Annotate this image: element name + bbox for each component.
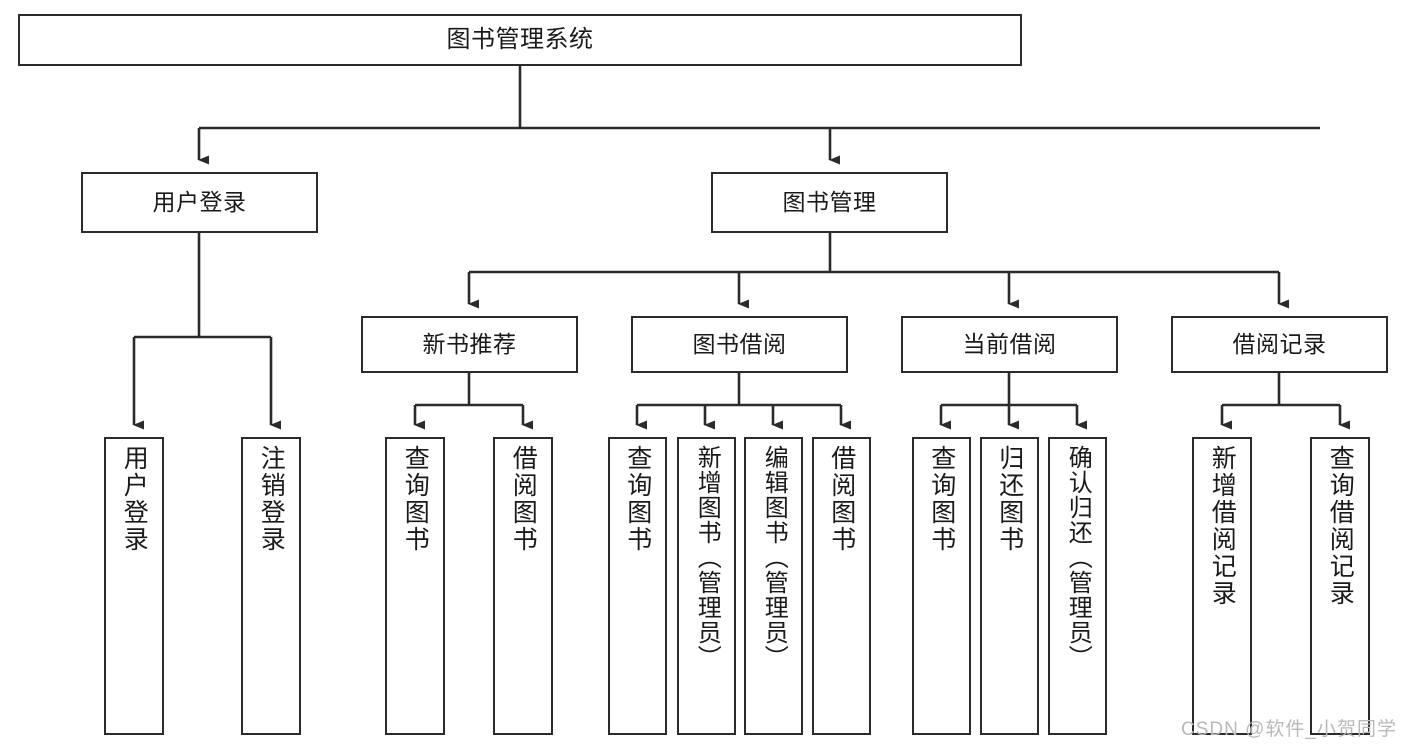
node-label: 新增图书（管理员） <box>693 445 721 670</box>
node-label: 借阅图书 <box>827 445 856 553</box>
node-leaf-logout[interactable]: 注销登录 <box>241 437 301 735</box>
node-label: 查询图书 <box>927 445 956 553</box>
node-label: 新书推荐 <box>422 330 517 357</box>
node-label: 图书借阅 <box>692 330 787 357</box>
node-user-login[interactable]: 用户登录 <box>81 172 318 233</box>
node-label: 查询借阅记录 <box>1326 445 1355 607</box>
node-label: 确认归还（管理员） <box>1064 445 1092 670</box>
node-leaf-query-book-recommend[interactable]: 查询图书 <box>385 437 445 735</box>
node-leaf-add-book-admin[interactable]: 新增图书（管理员） <box>677 437 736 735</box>
node-leaf-return-book[interactable]: 归还图书 <box>980 437 1039 735</box>
node-label: 用户登录 <box>120 445 149 553</box>
csdn-watermark: CSDN @软件_小贺同学 <box>1181 719 1397 740</box>
node-leaf-edit-book-admin[interactable]: 编辑图书（管理员） <box>744 437 803 735</box>
node-leaf-confirm-return-admin[interactable]: 确认归还（管理员） <box>1048 437 1107 735</box>
node-label: 注销登录 <box>257 445 286 553</box>
node-leaf-query-borrow-record[interactable]: 查询借阅记录 <box>1310 437 1370 735</box>
node-leaf-borrow-book[interactable]: 借阅图书 <box>812 437 871 735</box>
node-label: 归还图书 <box>995 445 1024 553</box>
node-borrow-record[interactable]: 借阅记录 <box>1171 316 1388 373</box>
node-leaf-query-book-borrow[interactable]: 查询图书 <box>608 437 667 735</box>
node-label: 新增借阅记录 <box>1208 445 1237 607</box>
node-label: 借阅记录 <box>1232 330 1327 357</box>
node-book-borrow[interactable]: 图书借阅 <box>631 316 848 373</box>
node-label: 图书管理系统 <box>446 25 594 53</box>
node-label: 用户登录 <box>152 188 247 215</box>
node-book-management[interactable]: 图书管理 <box>711 172 948 233</box>
node-label: 图书管理 <box>782 188 877 215</box>
node-current-borrow[interactable]: 当前借阅 <box>901 316 1118 373</box>
node-leaf-borrow-book-recommend[interactable]: 借阅图书 <box>493 437 553 735</box>
node-new-book-recommend[interactable]: 新书推荐 <box>361 316 578 373</box>
node-label: 当前借阅 <box>962 330 1057 357</box>
node-leaf-query-book-current[interactable]: 查询图书 <box>912 437 971 735</box>
node-label: 查询图书 <box>401 445 430 553</box>
node-leaf-user-login[interactable]: 用户登录 <box>104 437 164 735</box>
node-label: 编辑图书（管理员） <box>760 445 788 670</box>
node-root-book-management-system[interactable]: 图书管理系统 <box>18 14 1022 66</box>
node-label: 借阅图书 <box>509 445 538 553</box>
node-label: 查询图书 <box>623 445 652 553</box>
node-leaf-add-borrow-record[interactable]: 新增借阅记录 <box>1192 437 1252 735</box>
